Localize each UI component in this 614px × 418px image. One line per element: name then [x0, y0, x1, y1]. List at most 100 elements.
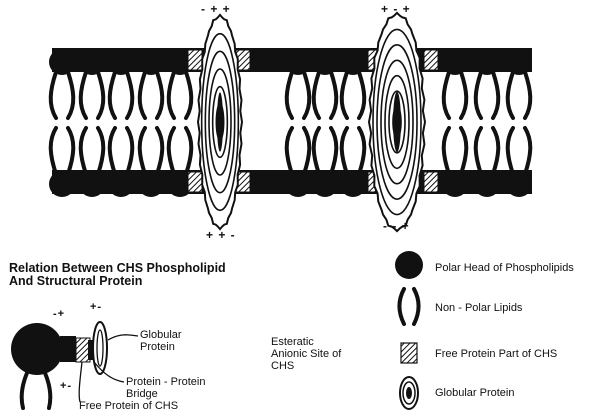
inset-label-protein-bridge: Protein - Protein Bridge [126, 376, 205, 400]
nonpolar-tail [169, 72, 174, 118]
inset-lipid-tail [22, 373, 27, 408]
free-protein-icon [401, 343, 417, 363]
nonpolar-tail [314, 128, 319, 174]
polar-head [79, 171, 105, 197]
inset-charge-protein: +- [90, 301, 102, 313]
free-protein-block [188, 172, 202, 192]
nonpolar-tail [444, 128, 449, 174]
nonpolar-tail [359, 72, 364, 118]
right-protein-bottom-charges: - - + [383, 219, 410, 233]
inset-polar-head [11, 323, 63, 375]
polar-head [506, 171, 532, 197]
nonpolar-tail [169, 128, 174, 174]
nonpolar-tail [81, 128, 86, 174]
nonpolar-tail [186, 72, 191, 118]
legend-label-globular-protein: Globular Protein [435, 387, 515, 399]
inset-free-protein [76, 338, 90, 362]
free-protein-block [424, 50, 438, 70]
nonpolar-tail [110, 72, 115, 118]
nonpolar-tail [331, 72, 336, 118]
title-line-2: And Structural Protein [9, 275, 226, 288]
polar-head [49, 171, 75, 197]
polar-head [138, 49, 164, 75]
nonpolar-tail [359, 128, 364, 174]
leader-globular [108, 335, 138, 340]
globular-proteins-layer [188, 13, 438, 231]
inset-label-free-protein: Free Protein of CHS [79, 400, 178, 412]
inset-charge-top: -+ [53, 308, 65, 320]
inset-anionic-block [60, 336, 76, 362]
free-protein-block [188, 50, 202, 70]
free-protein-block [424, 172, 438, 192]
left-protein-top-charges: - + + [201, 2, 231, 16]
nonpolar-tail [342, 72, 347, 118]
nonpolar-tail [127, 128, 132, 174]
globular-protein-icon [400, 377, 418, 409]
nonpolar-tail [304, 128, 309, 174]
nonpolar-tail [304, 72, 309, 118]
leader-free [79, 362, 82, 402]
nonpolar-tail [525, 72, 530, 118]
nonpolar-tail [51, 128, 56, 174]
nonpolar-tail [140, 72, 145, 118]
polar-head [474, 49, 500, 75]
nonpolar-tail [525, 128, 530, 174]
nonpolar-tail [444, 72, 449, 118]
right-globular-protein [369, 13, 425, 231]
nonpolar-tail [68, 72, 73, 118]
polar-head [340, 49, 366, 75]
nonpolar-tail [493, 128, 498, 174]
left-protein-bottom-charges: + + - [206, 228, 236, 242]
nonpolar-tail [51, 72, 56, 118]
inset-diagram [11, 322, 138, 408]
globular-protein-core [217, 92, 223, 151]
polar-head [442, 171, 468, 197]
nonpolar-lipid-icon [414, 289, 419, 324]
polar-head [79, 49, 105, 75]
polar-head [285, 49, 311, 75]
nonpolar-tail [140, 128, 145, 174]
phospholipid-bilayer [49, 48, 532, 197]
inset-label-globular-protein: Globular Protein [140, 329, 182, 353]
polar-head [312, 171, 338, 197]
left-globular-protein [198, 15, 242, 229]
polar-head [312, 49, 338, 75]
nonpolar-tail [98, 72, 103, 118]
inset-charge-bottom: +- [60, 380, 72, 392]
nonpolar-tail [493, 72, 498, 118]
right-protein-top-charges: + - + [381, 2, 411, 16]
nonpolar-tail [81, 72, 86, 118]
polar-head [474, 171, 500, 197]
polar-head [108, 49, 134, 75]
nonpolar-tail [127, 72, 132, 118]
legend-globular-core [406, 387, 412, 399]
nonpolar-tail [461, 72, 466, 118]
nonpolar-tail [157, 128, 162, 174]
nonpolar-tail [157, 72, 162, 118]
nonpolar-tail [68, 128, 73, 174]
nonpolar-tail [508, 72, 513, 118]
nonpolar-tail [508, 128, 513, 174]
nonpolar-tail [287, 128, 292, 174]
label-esteratic-anionic-site: Esteratic Anionic Site of CHS [271, 336, 341, 372]
polar-head [285, 171, 311, 197]
legend-icons [395, 251, 423, 409]
legend-label-nonpolar-lipids: Non - Polar Lipids [435, 302, 522, 314]
nonpolar-tail [98, 128, 103, 174]
polar-head-icon [395, 251, 423, 279]
nonpolar-tail [186, 128, 191, 174]
inset-lipid-tail [45, 373, 50, 408]
nonpolar-tail [461, 128, 466, 174]
polar-head [340, 171, 366, 197]
nonpolar-tail [314, 72, 319, 118]
nonpolar-tail [287, 72, 292, 118]
polar-head [49, 49, 75, 75]
nonpolar-tail [476, 128, 481, 174]
legend-label-free-protein: Free Protein Part of CHS [435, 348, 557, 360]
polar-head [442, 49, 468, 75]
polar-head [506, 49, 532, 75]
diagram-title: Relation Between CHS Phospholipid And St… [9, 262, 226, 288]
nonpolar-tail [342, 128, 347, 174]
nonpolar-tail [110, 128, 115, 174]
nonpolar-lipid-icon [400, 289, 405, 324]
